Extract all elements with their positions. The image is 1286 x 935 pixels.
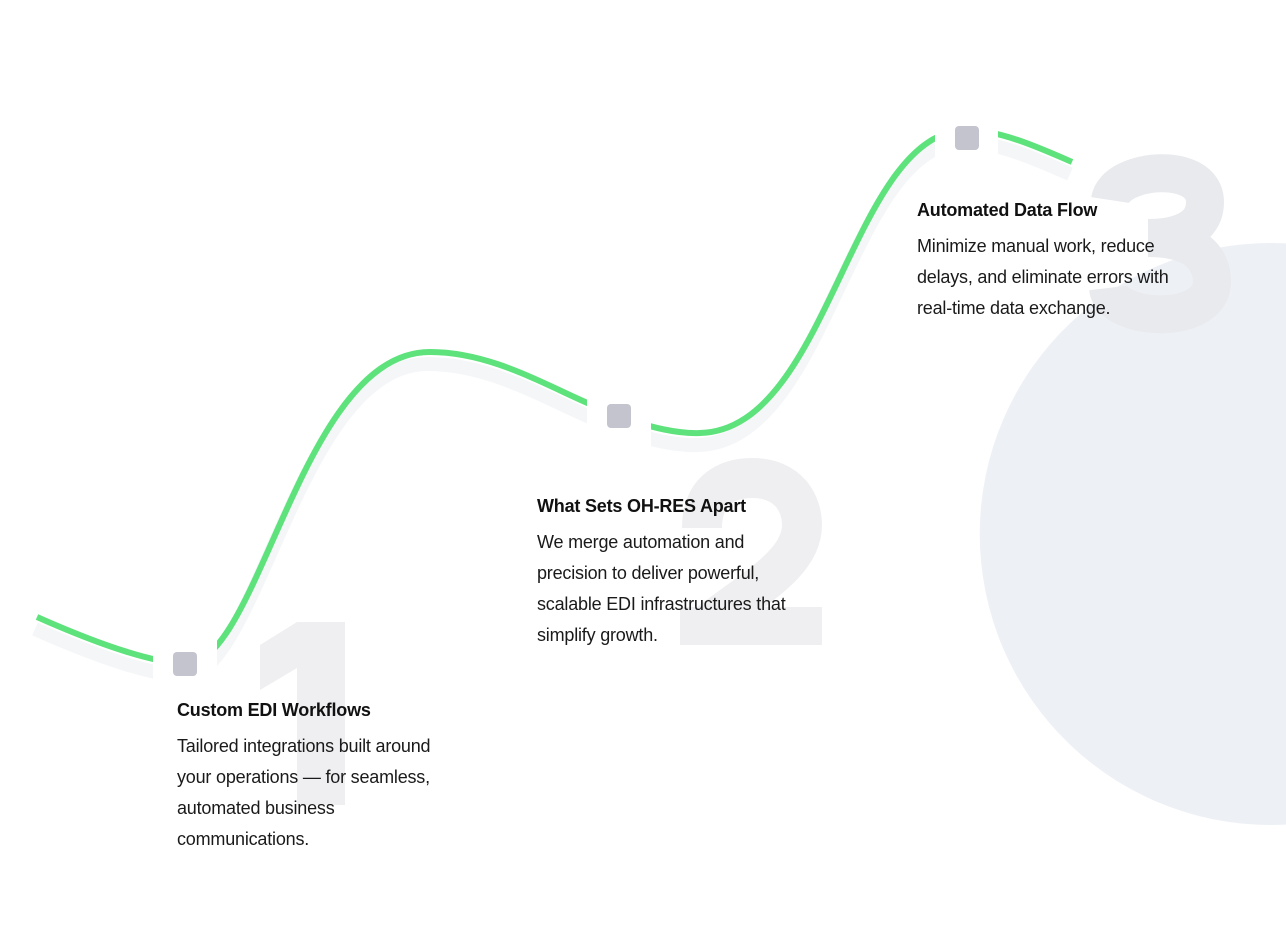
step-title: What Sets OH-RES Apart (537, 496, 746, 516)
step-number-1-watermark (260, 622, 345, 805)
step-number-2-watermark (680, 457, 823, 645)
step-3: Automated Data Flow Minimize manual work… (917, 200, 1192, 324)
step-number-3-watermark (1089, 154, 1232, 334)
step-description: We merge automation and precision to del… (537, 532, 786, 645)
step-title: Automated Data Flow (917, 200, 1098, 220)
step-1: Custom EDI Workflows Tailored integratio… (177, 700, 467, 855)
background-circle (979, 243, 1286, 825)
step-node-2 (607, 404, 631, 428)
step-2: What Sets OH-RES Apart We merge automati… (537, 496, 812, 651)
step-node-1 (173, 652, 197, 676)
step-title: Custom EDI Workflows (177, 700, 371, 720)
step-description: Tailored integrations built around your … (177, 736, 431, 849)
step-description: Minimize manual work, reduce delays, and… (917, 236, 1169, 318)
step-node-3 (955, 126, 979, 150)
